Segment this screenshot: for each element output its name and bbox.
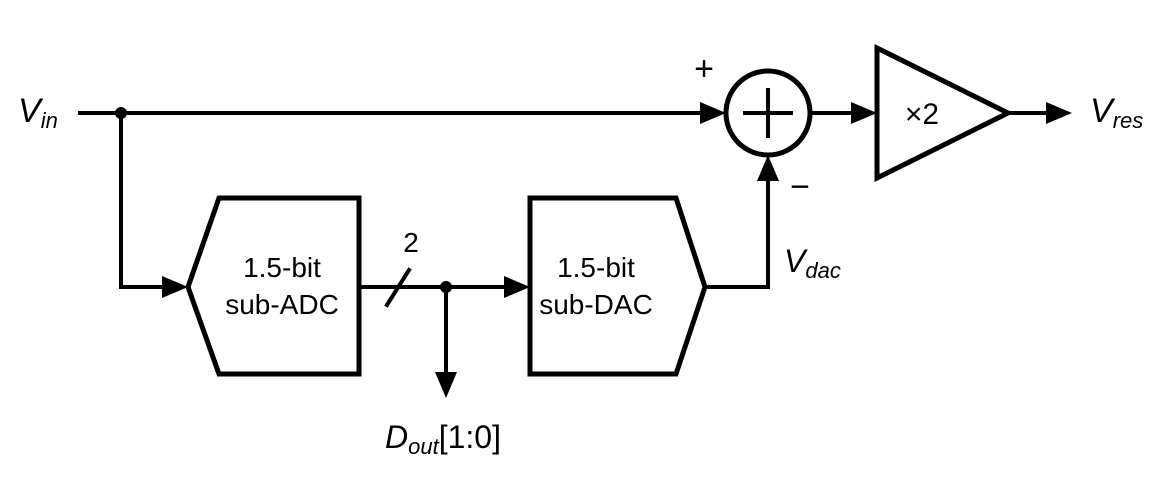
adc-input-arrow xyxy=(162,276,188,298)
vin-label: Vin xyxy=(18,92,58,133)
plus-sign: + xyxy=(694,50,714,88)
amp-input-arrow xyxy=(851,102,877,124)
dout-arrow xyxy=(435,372,457,398)
vres-label: Vres xyxy=(1090,92,1143,133)
bus-width-label: 2 xyxy=(403,227,419,258)
gain-label: ×2 xyxy=(905,98,939,131)
vres-arrow xyxy=(1046,102,1072,124)
dac-input-arrow xyxy=(504,276,530,298)
adc-input-wire xyxy=(119,111,167,289)
sub-adc-block xyxy=(185,195,362,377)
summer-plus-arrow xyxy=(700,102,726,124)
minus-sign: − xyxy=(790,168,810,206)
summer-minus-arrow xyxy=(757,155,779,181)
vdac-wire xyxy=(703,178,770,289)
gain-amplifier xyxy=(874,43,1014,183)
sub-dac-block xyxy=(527,195,708,377)
dout-label: Dout[1:0] xyxy=(385,419,501,459)
sub-dac-label-line1: 1.5-bit xyxy=(557,252,635,283)
vdac-label: Vdac xyxy=(784,243,841,283)
sub-adc-label-line1: 1.5-bit xyxy=(243,252,321,283)
sub-adc-label-line2: sub-ADC xyxy=(225,289,339,320)
bus-slash xyxy=(384,267,412,308)
sub-dac-label-line2: sub-DAC xyxy=(539,289,653,320)
